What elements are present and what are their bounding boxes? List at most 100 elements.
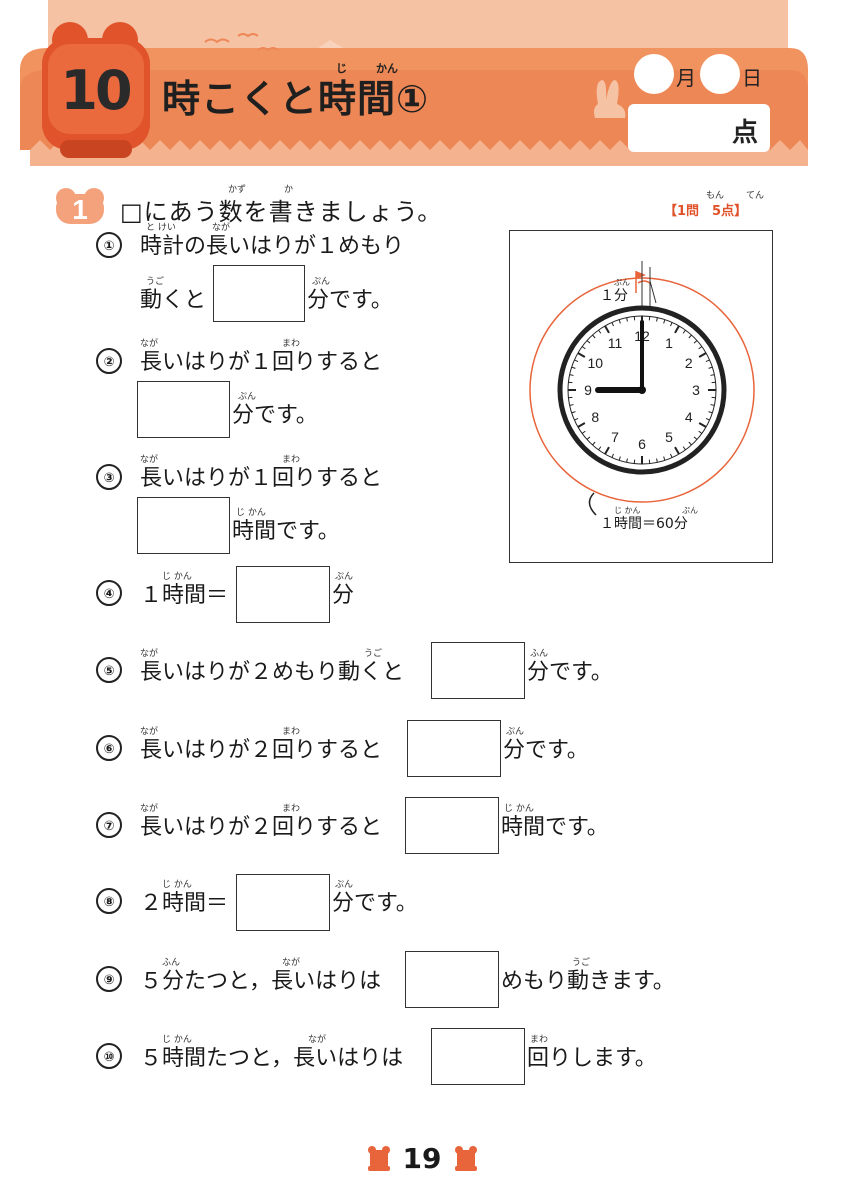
clock-tick [708,366,713,369]
question-8-before: ２時間＝ [140,891,229,916]
header-band: 10 時こくと時間① じ かん 月 日 点 [0,0,845,170]
q3-ruby-mawa: まわ [282,455,301,465]
q5-ruby-ugo: うご [364,649,383,659]
q10-ruby-mawa: まわ [530,1035,549,1045]
month-field[interactable] [634,54,674,94]
score-field[interactable]: 点 [628,104,770,152]
answer-box-1[interactable] [213,265,305,322]
answer-box-3[interactable] [137,497,230,554]
instruction-text: □にあう数を書きましょう。 [120,198,443,226]
clock-numeral: 10 [587,355,603,371]
page-title: 時こくと時間① [162,77,430,121]
clock-tick [693,436,698,440]
q2-ruby-naga: なが [140,339,159,349]
clock-tick [656,458,658,463]
question-1-line1: 時計の長いはりが１めもり [140,234,405,259]
instruction-ruby-ka: か [284,185,294,195]
q9-ruby-naga: なが [282,958,301,968]
clock-tick [574,359,579,362]
q6-ruby-mawa: まわ [282,727,301,737]
one-minute-ruby: ぷん [614,278,630,287]
clock-tick [710,374,715,376]
clock-illustration-panel: 121234567891011 １分 ぷん １時間＝60分 じ かん ぷん [509,230,773,563]
clock-numeral: 8 [591,409,599,425]
clock-tick [592,334,596,339]
clock-tick [618,319,621,324]
question-6-number: ⑥ [96,735,122,761]
clock-tick [598,446,602,451]
clock-tick [611,453,614,458]
answer-box-5[interactable] [431,642,525,699]
clock-numeral: 6 [638,436,646,452]
score-label: 点 [731,118,758,148]
answer-box-7[interactable] [405,797,499,854]
bear-ornament-left-icon [368,1146,390,1171]
question-5-after: 分です。 [527,660,613,685]
page-number: 19 [402,1142,442,1175]
clock-tick [569,374,574,376]
q10-ruby-naga: なが [308,1035,327,1045]
clock-tick [688,441,692,446]
clock-tick [670,322,673,327]
question-3-number: ③ [96,464,122,490]
clock-tick [682,446,686,451]
clock-numeral: 11 [608,335,623,351]
points-label: 【1問 5点】 [664,204,748,219]
question-9-before: ５分たつと，長いはりは [140,969,382,994]
lesson-number: 10 [60,59,132,122]
clock-tick [574,418,579,421]
q6-ruby-naga: なが [140,727,159,737]
hour-eq-ruby-pun: ぷん [682,506,698,515]
question-2-number: ② [96,348,122,374]
answer-box-2[interactable] [137,381,230,438]
clock-tick [586,340,591,344]
q2-ruby-pun: ぷん [238,392,257,402]
clock-tick [698,430,703,434]
answer-box-10[interactable] [431,1028,525,1085]
q5-ruby-fun: ふん [530,649,549,659]
clock-tick [705,359,710,362]
answer-box-8[interactable] [236,874,330,931]
clock-tick [598,329,602,334]
question-1-number: ① [96,232,122,258]
section-number-badge: 1 [56,188,104,225]
q7-ruby-mawa: まわ [282,804,301,814]
q5-ruby-naga: なが [140,649,159,659]
answer-box-4[interactable] [236,566,330,623]
clock-tick [698,346,703,350]
question-7-number: ⑦ [96,812,122,838]
clock-tick [626,458,628,463]
clock-tick [611,322,614,327]
clock-numeral: 1 [665,335,673,351]
q3-ruby-jikan: じ かん [236,508,266,518]
section-number: 1 [72,194,88,225]
one-minute-label: １分 [600,288,628,304]
clock-tick [592,441,596,446]
q1-ruby-naga: なが [212,223,231,233]
clock-svg: 121234567891011 [529,261,755,516]
clock-tick [663,319,666,324]
clock-tick [581,346,586,350]
q1-ruby-ugo: うご [146,277,165,287]
clock-tick [674,446,680,455]
q1-ruby-tokei: と けい [146,223,176,233]
answer-box-9[interactable] [405,951,499,1008]
question-8-number: ⑧ [96,888,122,914]
answer-box-6[interactable] [407,720,501,777]
hour-equals-60-label: １時間＝60分 [600,516,688,532]
clock-tick [682,329,686,334]
q10-ruby-jikan: じ かん [162,1035,192,1045]
question-9-number: ⑨ [96,966,122,992]
clock-tick [569,404,574,406]
day-field[interactable] [700,54,740,94]
clock-numeral: 5 [665,429,673,445]
clock-minute-ticks [568,316,716,464]
clock-numeral: 2 [685,355,693,371]
clock-tick [698,352,707,358]
clock-tick [577,352,586,358]
q7-ruby-naga: なが [140,804,159,814]
clock-tick [656,317,658,322]
clock-tick [604,446,610,455]
question-10-number: ⑩ [96,1043,122,1069]
clock-numeral: 4 [685,409,693,425]
